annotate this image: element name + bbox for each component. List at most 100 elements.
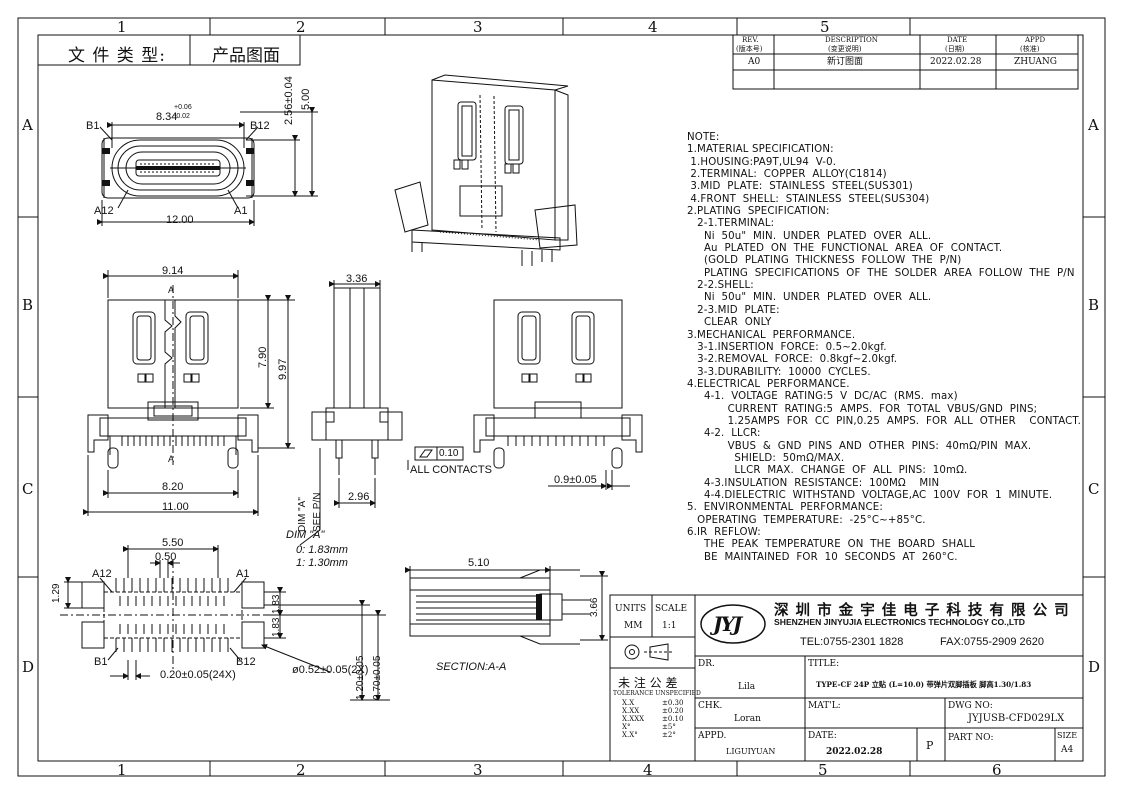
note-line: 2-2.SHELL: bbox=[687, 280, 754, 292]
note-line: THE PEAK TEMPERATURE ON THE BOARD SHALL bbox=[687, 539, 976, 551]
side-view bbox=[299, 280, 464, 546]
label-b1: B1 bbox=[86, 120, 100, 132]
note-line: CLEAR ONLY bbox=[687, 317, 772, 329]
units-value: MM bbox=[624, 621, 643, 631]
grid-col-4-top: 4 bbox=[648, 18, 658, 36]
revision-table bbox=[732, 34, 1079, 90]
label-fp-b12: B12 bbox=[236, 656, 256, 668]
note-line: 4.FRONT SHELL: STAINLESS STEEL(SUS304) bbox=[687, 193, 930, 205]
dim-front-width: 9.14 bbox=[162, 265, 184, 277]
company-fax: FAX:0755-2909 2620 bbox=[940, 636, 1044, 648]
appd-header: APPD bbox=[1025, 36, 1046, 44]
dim-front-h2: 9.97 bbox=[277, 358, 289, 380]
grid-row-a: A bbox=[22, 116, 33, 134]
note-line: 6.IR REFLOW: bbox=[687, 527, 761, 538]
grid-row-b: B bbox=[22, 296, 34, 314]
grid-row-a-right: A bbox=[1088, 116, 1099, 134]
dim-front-h1: 7.90 bbox=[257, 346, 269, 368]
dim-fp-hole: ø0.52±0.05(2X) bbox=[292, 664, 369, 676]
desc-header-cn: (变更说明) bbox=[828, 45, 862, 53]
rev-header-cn: (版本号) bbox=[736, 45, 763, 53]
grid-col-3-top: 3 bbox=[473, 18, 483, 36]
note-line: 4-2. LLCR: bbox=[687, 428, 761, 440]
desc-header: DESCRIPTION bbox=[825, 36, 878, 44]
spec-notes: NOTE:1.MATERIAL SPECIFICATION: 1.HOUSING… bbox=[687, 132, 1081, 564]
grid-row-c: C bbox=[22, 480, 34, 498]
dim-w-tol-up: +0.06 bbox=[174, 104, 192, 111]
tolerance-value: ±0.30 bbox=[662, 699, 684, 707]
rev-value: A0 bbox=[748, 57, 761, 67]
note-line: 3-3.DURABILITY: 10000 CYCLES. bbox=[687, 366, 871, 378]
date-value: 2022.02.28 bbox=[826, 747, 883, 757]
note-line: 1.MATERIAL SPECIFICATION: bbox=[687, 144, 834, 156]
grid-col-3: 3 bbox=[473, 761, 483, 779]
dr-value: Lila bbox=[738, 682, 756, 692]
grid-col-5-top: 5 bbox=[820, 18, 830, 36]
p-label: P bbox=[926, 739, 934, 752]
tolerance-value: ±2° bbox=[662, 731, 676, 739]
chk-value: Loran bbox=[734, 714, 761, 724]
dim-w-inner: 8.34 bbox=[156, 111, 178, 123]
inner-frame bbox=[37, 34, 1084, 762]
dim-front-base: 8.20 bbox=[162, 481, 184, 493]
tolerance-value: ±0.10 bbox=[662, 715, 684, 723]
note-line: 3-2.REMOVAL FORCE: 0.8kgf~2.0kgf. bbox=[687, 354, 898, 366]
part-no-label: PART NO: bbox=[948, 733, 994, 743]
note-line: 2.PLATING SPECIFICATION: bbox=[687, 206, 830, 218]
dim-h2: 5.00 bbox=[300, 88, 312, 110]
label-a12: A12 bbox=[94, 205, 114, 217]
section-mark-top: A bbox=[168, 285, 175, 295]
units-label: UNITS bbox=[615, 604, 647, 614]
label-see-pn: SEE P/N bbox=[312, 492, 323, 532]
desc-value: 新订图面 bbox=[827, 57, 864, 67]
label-fp-b1: B1 bbox=[94, 656, 108, 668]
note-line: CURRENT RATING:5 AMPS. FOR TOTAL VBUS/GN… bbox=[687, 403, 1038, 415]
label-all-contacts: ALL CONTACTS bbox=[410, 464, 492, 476]
front-view bbox=[83, 270, 295, 516]
note-line: LLCR MAX. CHANGE OF ALL PINS: 10mΩ. bbox=[687, 465, 968, 477]
label-fp-a1: A1 bbox=[236, 568, 250, 580]
note-line: VBUS & GND PINS AND OTHER PINS: 40mΩ/PIN… bbox=[687, 440, 1032, 452]
note-line: 4-1. VOLTAGE RATING:5 V DC/AC (RMS. max) bbox=[687, 391, 958, 403]
label-b12: B12 bbox=[250, 120, 270, 132]
tolerance-cn: 未 注 公 差 bbox=[618, 676, 678, 690]
grid-col-5: 5 bbox=[818, 761, 828, 779]
matl-label: MAT'L: bbox=[808, 701, 841, 711]
note-line: Au PLATED ON THE FUNCTIONAL AREA OF CONT… bbox=[687, 243, 1003, 255]
note-line: OPERATING TEMPERATURE: -25°C~+85°C. bbox=[687, 514, 926, 526]
dim-fp-v2: 0.70±0.05 bbox=[372, 655, 383, 700]
company-name-cn: 深 圳 市 金 宇 佳 电 子 科 技 有 限 公 司 bbox=[774, 603, 1070, 619]
dwg-value: JYJUSB-CFD029LX bbox=[968, 713, 1065, 724]
note-line: 2.TERMINAL: COPPER ALLOY(C1814) bbox=[687, 169, 887, 181]
rear-view bbox=[473, 299, 643, 490]
note-line: NOTE: bbox=[687, 132, 720, 143]
doc-type-label: 文 件 类 型: bbox=[68, 46, 166, 66]
company-logo: JYJ bbox=[713, 612, 742, 636]
date-header-cn: (日期) bbox=[945, 45, 965, 53]
note-line: SHIELD: 50mΩ/MAX. bbox=[687, 452, 845, 464]
note-line: 4.ELECTRICAL PERFORMANCE. bbox=[687, 378, 850, 390]
section-view bbox=[405, 566, 608, 645]
company-tel: TEL:0755-2301 1828 bbox=[800, 636, 904, 648]
iso-view bbox=[394, 74, 578, 266]
footprint-view bbox=[60, 545, 390, 701]
appd-value: ZHUANG bbox=[1014, 57, 1057, 67]
note-line: 3-1.INSERTION FORCE: 0.5~2.0kgf. bbox=[687, 341, 887, 353]
dim-front-total: 11.00 bbox=[162, 501, 189, 513]
doc-type-value: 产品图面 bbox=[212, 46, 280, 66]
note-line: 4-3.INSULATION RESISTANCE: 100MΩ MIN bbox=[687, 477, 940, 489]
section-mark-bottom: A bbox=[168, 454, 175, 464]
tolerance-key: X.X° bbox=[622, 731, 638, 739]
title-value: TYPE-CF 24P 立贴 (L=10.0) 带弹片双脚插板 脚高1.30/1… bbox=[816, 680, 1032, 689]
dim-fp-h-left: 1.29 bbox=[51, 583, 62, 603]
appd-header-cn: (核准) bbox=[1020, 45, 1040, 53]
note-line: 1.25AMPS FOR CC PIN,0.25 AMPS. FOR ALL O… bbox=[687, 415, 1081, 427]
dim-sec-h: 3.66 bbox=[589, 597, 600, 617]
note-line: BE MAINTAINED FOR 10 SECONDS AT 260°C. bbox=[687, 551, 958, 563]
scale-label: SCALE bbox=[655, 604, 688, 614]
top-view bbox=[97, 107, 318, 226]
dim-side-width: 3.36 bbox=[346, 273, 368, 285]
note-line: 3.MID PLATE: STAINLESS STEEL(SUS301) bbox=[687, 181, 913, 193]
header-box bbox=[37, 34, 301, 66]
